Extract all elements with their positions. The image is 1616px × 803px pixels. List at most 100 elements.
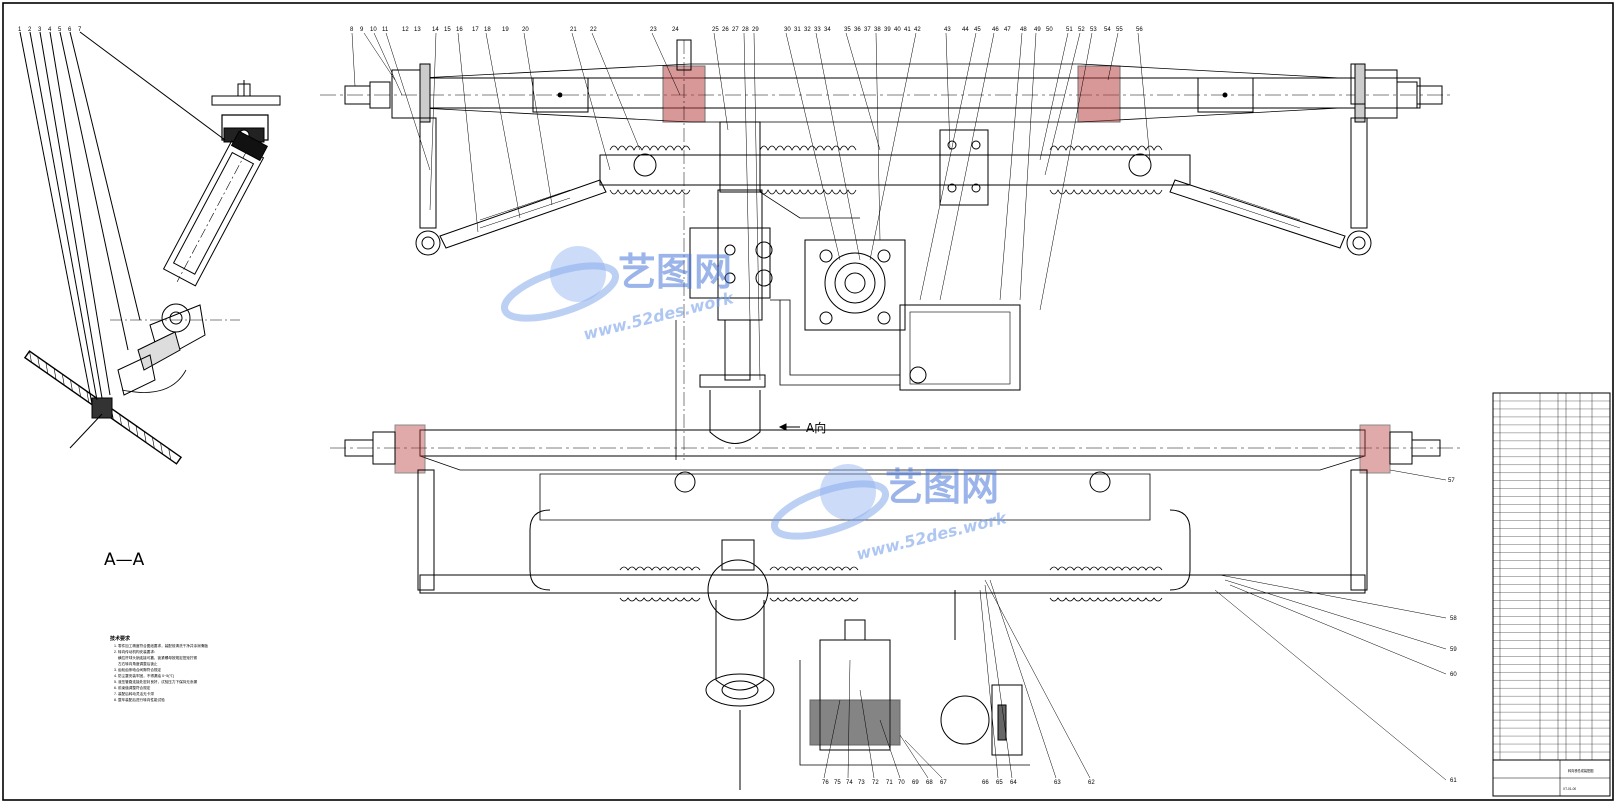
watermark-logo-icon (500, 246, 620, 322)
svg-text:62: 62 (1088, 780, 1095, 786)
bottom-callouts: 76 75 74 73 72 71 70 69 68 67 66 65 64 6… (822, 780, 1095, 786)
svg-text:45: 45 (974, 27, 981, 33)
watermark-top: 艺图网 www.52des.work (500, 246, 737, 344)
svg-text:40: 40 (894, 27, 901, 33)
svg-text:7: 7 (78, 27, 82, 33)
svg-text:26: 26 (722, 27, 729, 33)
svg-text:39: 39 (884, 27, 891, 33)
svg-text:69: 69 (912, 780, 919, 786)
svg-text:4: 4 (48, 27, 52, 33)
drawing-number: XT-01-00 (1563, 787, 1576, 791)
svg-text:51: 51 (1066, 27, 1073, 33)
drawing-title: 转向桥总成装配图 (1568, 768, 1594, 773)
svg-text:8. 整车装配后进行转向性能试验: 8. 整车装配后进行转向性能试验 (114, 697, 165, 702)
svg-text:38: 38 (874, 27, 881, 33)
parts-list-table (1492, 392, 1611, 797)
svg-text:9: 9 (360, 27, 364, 33)
svg-text:30: 30 (784, 27, 791, 33)
svg-text:23: 23 (650, 27, 657, 33)
svg-text:4. 防尘罩安装牢固，不得漏油 0~5(℃): 4. 防尘罩安装牢固，不得漏油 0~5(℃) (114, 673, 174, 678)
svg-text:8: 8 (350, 27, 354, 33)
svg-text:16: 16 (456, 27, 463, 33)
svg-text:60: 60 (1450, 672, 1457, 678)
svg-text:左右转向角度调整后锁止: 左右转向角度调整后锁止 (118, 661, 158, 666)
svg-text:41: 41 (904, 27, 911, 33)
svg-text:57: 57 (1448, 478, 1455, 484)
svg-text:46: 46 (992, 27, 999, 33)
svg-text:14: 14 (432, 27, 439, 33)
svg-text:1: 1 (18, 27, 22, 33)
svg-text:73: 73 (858, 780, 865, 786)
svg-text:58: 58 (1450, 616, 1457, 622)
right-leader-lines (1214, 469, 1447, 781)
svg-text:74: 74 (846, 780, 853, 786)
svg-text:3. 齿轮齿条啮合间隙符合规定: 3. 齿轮齿条啮合间隙符合规定 (114, 667, 162, 672)
svg-text:71: 71 (886, 780, 893, 786)
svg-text:10: 10 (370, 27, 377, 33)
svg-text:65: 65 (996, 780, 1003, 786)
svg-text:68: 68 (926, 780, 933, 786)
svg-text:www.52des.work: www.52des.work (581, 288, 736, 344)
svg-text:13: 13 (414, 27, 421, 33)
svg-text:20: 20 (522, 27, 529, 33)
svg-text:37: 37 (864, 27, 871, 33)
svg-text:29: 29 (752, 27, 759, 33)
svg-text:76: 76 (822, 780, 829, 786)
svg-text:2. 转向传动机构安装要求：: 2. 转向传动机构安装要求： (114, 649, 158, 654)
watermark-logo-icon (770, 464, 890, 540)
technical-notes: 技术要求 1. 零件加工精度符合图纸要求，装配前清洗干净并涂润滑脂 2. 转向传… (110, 635, 208, 702)
svg-text:21: 21 (570, 27, 577, 33)
svg-text:12: 12 (402, 27, 409, 33)
svg-text:3: 3 (38, 27, 42, 33)
svg-text:59: 59 (1450, 647, 1457, 653)
svg-text:67: 67 (940, 780, 947, 786)
svg-text:32: 32 (804, 27, 811, 33)
svg-text:75: 75 (834, 780, 841, 786)
svg-text:44: 44 (962, 27, 969, 33)
section-label: A—A (104, 550, 145, 570)
svg-text:18: 18 (484, 27, 491, 33)
svg-text:27: 27 (732, 27, 739, 33)
top-callouts: 1 2 3 4 5 6 7 8 9 10 11 12 13 14 15 16 1… (18, 27, 1143, 33)
svg-text:6: 6 (68, 27, 72, 33)
svg-text:5. 液压管路连接处密封良好，试验压力下保持无渗漏: 5. 液压管路连接处密封良好，试验压力下保持无渗漏 (114, 679, 197, 684)
svg-text:53: 53 (1090, 27, 1097, 33)
svg-text:19: 19 (502, 27, 509, 33)
svg-text:49: 49 (1034, 27, 1041, 33)
svg-text:17: 17 (472, 27, 479, 33)
svg-text:34: 34 (824, 27, 831, 33)
svg-text:7. 装配后转动灵活无卡滞: 7. 装配后转动灵活无卡滞 (114, 691, 154, 696)
svg-text:43: 43 (944, 27, 951, 33)
svg-text:28: 28 (742, 27, 749, 33)
bottom-leader-lines (823, 579, 1091, 779)
top-view (320, 39, 1450, 460)
svg-text:2: 2 (28, 27, 32, 33)
svg-text:15: 15 (444, 27, 451, 33)
svg-text:47: 47 (1004, 27, 1011, 33)
svg-text:6. 前束值调整符合规定: 6. 前束值调整符合规定 (114, 685, 151, 690)
svg-text:31: 31 (794, 27, 801, 33)
section-a-a-view (19, 31, 281, 465)
svg-text:36: 36 (854, 27, 861, 33)
view-label-a: A向 (806, 420, 826, 435)
svg-text:5: 5 (58, 27, 62, 33)
svg-text:52: 52 (1078, 27, 1085, 33)
svg-text:61: 61 (1450, 778, 1457, 784)
svg-text:33: 33 (814, 27, 821, 33)
right-callouts: 57 58 59 60 61 (1448, 478, 1457, 784)
svg-text:11: 11 (382, 27, 389, 33)
svg-text:35: 35 (844, 27, 851, 33)
svg-text:50: 50 (1046, 27, 1053, 33)
svg-text:54: 54 (1104, 27, 1111, 33)
svg-text:64: 64 (1010, 780, 1017, 786)
svg-text:56: 56 (1136, 27, 1143, 33)
svg-text:70: 70 (898, 780, 905, 786)
svg-text:1. 零件加工精度符合图纸要求，装配前清洗干净并涂润滑脂: 1. 零件加工精度符合图纸要求，装配前清洗干净并涂润滑脂 (114, 643, 208, 648)
svg-text:24: 24 (672, 27, 679, 33)
svg-text:25: 25 (712, 27, 719, 33)
svg-text:www.52des.work: www.52des.work (854, 508, 1009, 564)
svg-text:艺图网: 艺图网 (885, 465, 999, 509)
svg-text:66: 66 (982, 780, 989, 786)
